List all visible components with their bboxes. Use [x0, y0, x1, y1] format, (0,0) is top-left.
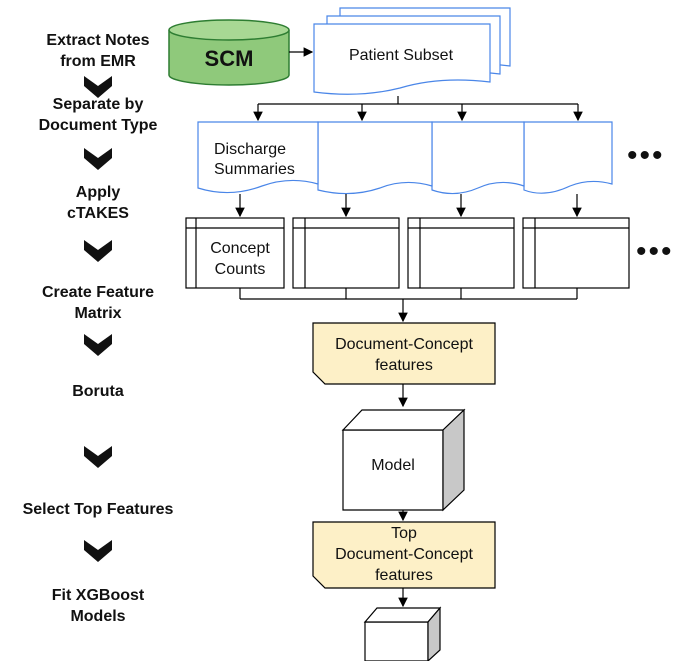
step-fit-xgboost: Fit XGBoost Models	[51, 587, 145, 625]
scm-database-icon	[168, 19, 290, 86]
chevron-down-icon	[84, 446, 112, 468]
step-extract-notes: Extract Notes from EMR	[46, 32, 150, 70]
step-apply-ctakes: Apply cTAKES	[67, 184, 129, 222]
chevron-down-icon	[84, 334, 112, 356]
chevron-down-icon	[84, 76, 112, 98]
more-tables-ellipsis: •••	[636, 235, 674, 268]
patient-subset-label: Patient Subset	[348, 47, 454, 64]
document-concept-features-label: Document-Concept features	[335, 336, 473, 374]
patient-subset-documents	[313, 7, 511, 95]
xgboost-model-cube-icon	[363, 606, 442, 661]
model-cube-icon	[341, 408, 466, 512]
step-boruta: Boruta	[72, 383, 124, 400]
top-feature-card-shape	[312, 521, 496, 589]
chevron-down-icon	[84, 540, 112, 562]
document-type-shapes	[197, 121, 613, 195]
discharge-summaries-label: Discharge Summaries	[214, 141, 295, 178]
step-create-feature-matrix: Create Feature Matrix	[41, 284, 155, 322]
feature-card-shape	[312, 322, 496, 385]
concept-count-tables	[185, 217, 630, 289]
model-label: Model	[371, 457, 415, 474]
step-separate-by-type: Separate by Document Type	[38, 96, 158, 134]
more-document-types-ellipsis: •••	[627, 139, 665, 172]
chevron-down-icon	[84, 240, 112, 262]
step-select-top-features: Select Top Features	[22, 501, 174, 518]
concept-counts-label: Concept Counts	[210, 240, 270, 278]
chevron-down-icon	[84, 148, 112, 170]
scm-label: SCM	[204, 46, 254, 71]
top-document-concept-features-label: Top Document-Concept features	[335, 525, 473, 584]
